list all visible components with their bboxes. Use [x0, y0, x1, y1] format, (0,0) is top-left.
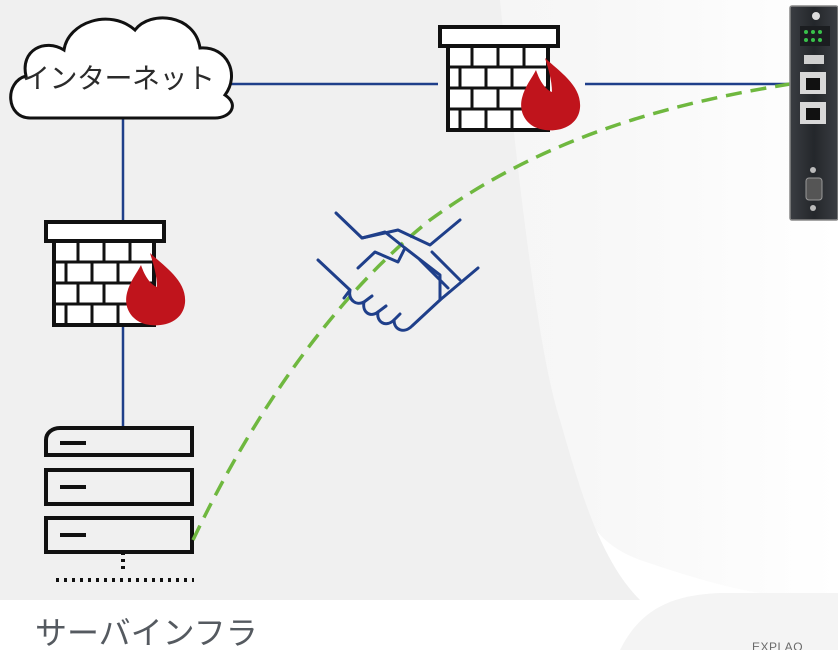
gateway-device-icon [789, 5, 838, 221]
footer-text: EXPLAO [752, 640, 804, 650]
network-links [121, 82, 790, 428]
internet-label: インターネット [22, 62, 215, 95]
cloud-icon [9, 16, 234, 120]
firewall-icon [44, 220, 186, 327]
server-infra-label: サーバインフラ [35, 614, 258, 650]
firewall-icon [438, 25, 581, 132]
flame-icon [126, 253, 186, 326]
server-rack-icon [44, 426, 194, 582]
flame-icon [521, 58, 581, 131]
handshake-icon [316, 211, 480, 332]
trusted-connection-line [191, 82, 791, 541]
